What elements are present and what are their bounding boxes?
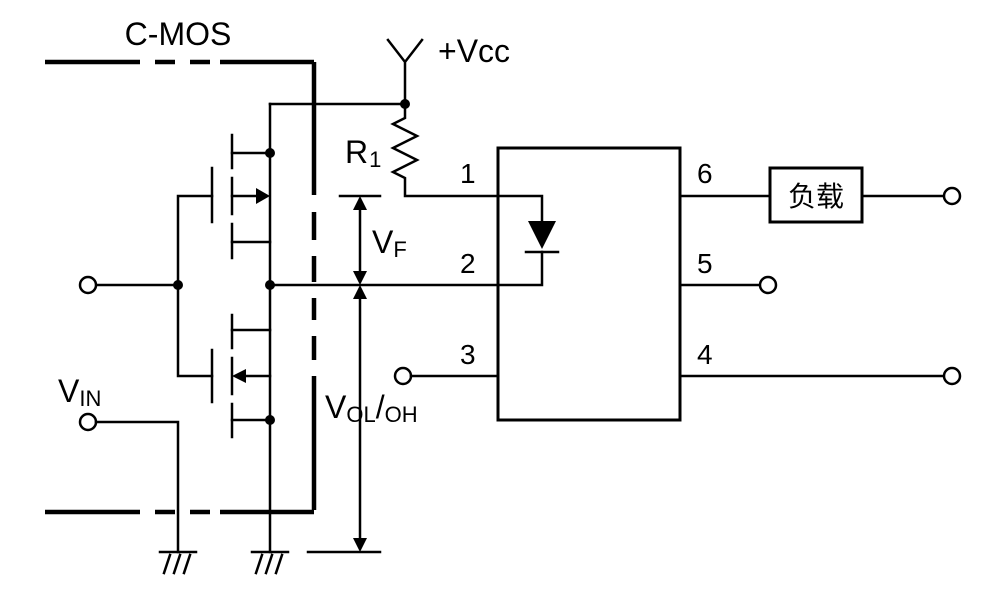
input-terminal[interactable] [78, 275, 98, 295]
gate-wires [176, 194, 214, 378]
load-box [768, 166, 864, 224]
cmos-label: C-MOS [125, 16, 232, 52]
ground-icon-left [158, 550, 198, 575]
vin-wire [94, 420, 180, 554]
cmos-block-boundary [45, 59, 317, 515]
nmos-source-dot [265, 415, 275, 425]
vol-oh-dimension [306, 285, 382, 554]
pin-number-4: 4 [697, 339, 713, 370]
pmos-transistor-icon [210, 102, 272, 287]
vcc-antenna-icon [386, 38, 424, 106]
pin5-terminal[interactable] [758, 275, 778, 295]
vf-dimension [338, 194, 382, 285]
vin-terminal[interactable] [78, 412, 98, 432]
pin-number-1: 1 [460, 158, 476, 189]
pin-number-5: 5 [697, 248, 713, 279]
vf-label: VF [372, 224, 407, 262]
vol-oh-label: VOL/OH [325, 389, 418, 427]
pin3-terminal[interactable] [393, 366, 413, 386]
vin-label: VIN [58, 373, 101, 411]
output-junction-dot [265, 280, 275, 290]
r1-label: R1 [345, 134, 381, 172]
r1-resistor-icon [390, 102, 500, 198]
led-diode-icon [496, 194, 560, 287]
pin-number-6: 6 [697, 158, 713, 189]
pin-number-2: 2 [460, 248, 476, 279]
pmos-source-dot [265, 148, 275, 158]
load-label: 负载 [788, 180, 844, 213]
ground-icon-right [250, 550, 290, 575]
gate-junction-dot [173, 280, 183, 290]
vcc-label: +Vcc [438, 33, 510, 69]
pin-number-3: 3 [460, 339, 476, 370]
load-output-terminal[interactable] [942, 186, 962, 206]
pin4-terminal[interactable] [942, 366, 962, 386]
